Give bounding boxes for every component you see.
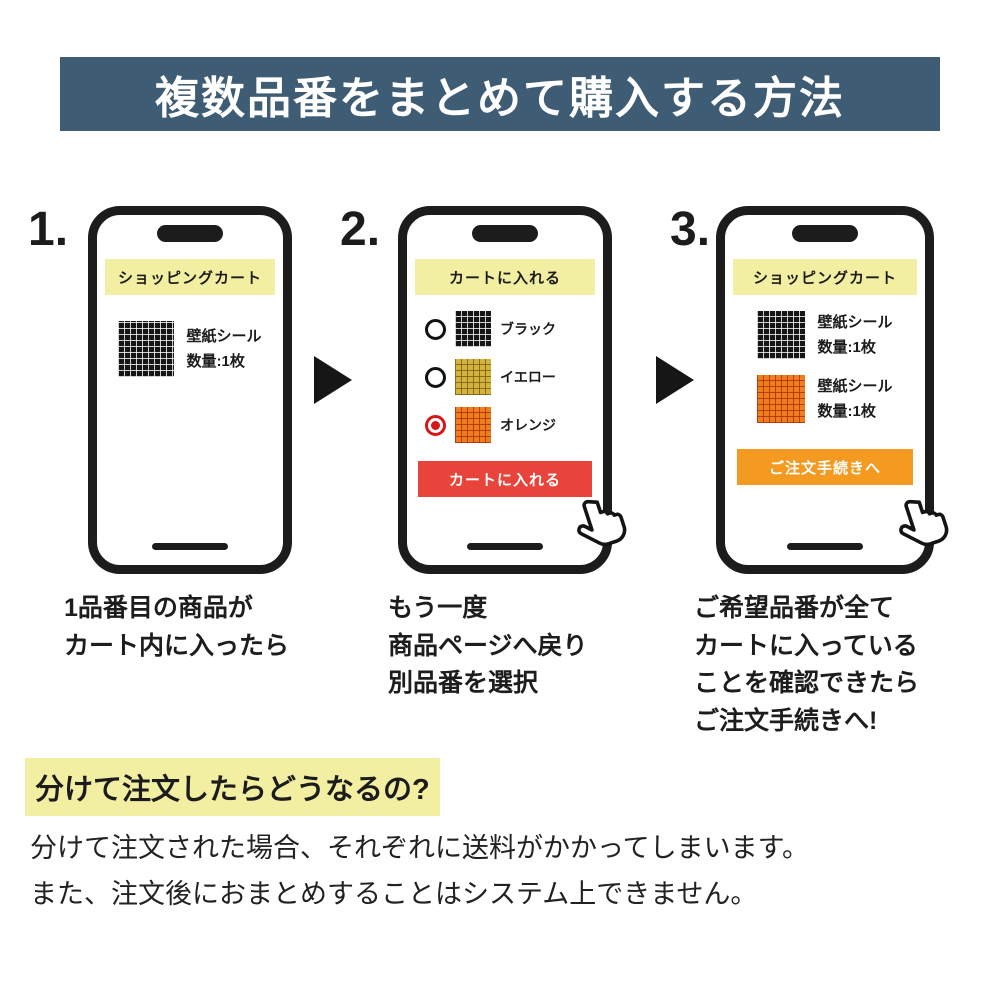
step-3-caption: ご希望品番が全て カートに入っている ことを確認できたら ご注文手続きへ! bbox=[694, 590, 919, 740]
phone-home-indicator bbox=[787, 543, 863, 550]
arrow-right-icon bbox=[314, 356, 352, 404]
caption-line: カートに入っている bbox=[694, 631, 918, 660]
phone-notch bbox=[792, 225, 858, 242]
black-wallpaper-swatch-image bbox=[118, 321, 175, 377]
cart-item-text: 壁紙シール 数量:1枚 bbox=[817, 377, 892, 421]
orange-wallpaper-swatch-image bbox=[757, 375, 806, 423]
black-wallpaper-swatch-image bbox=[757, 311, 806, 359]
color-option-label: ブラック bbox=[500, 321, 556, 337]
phone-step-2: カートに入れる ブラック イエロー オレンジ カートに入れる bbox=[398, 206, 627, 574]
product-quantity: 数量:1枚 bbox=[186, 352, 245, 370]
color-option-label: オレンジ bbox=[500, 417, 556, 433]
cart-item: 壁紙シール 数量:1枚 bbox=[757, 311, 893, 359]
phone-step-1: ショッピングカート 壁紙シール 数量:1枚 bbox=[88, 206, 292, 574]
orange-swatch-image bbox=[455, 407, 491, 443]
radio-unselected-icon[interactable] bbox=[425, 318, 446, 340]
caption-line: 別品番を選択 bbox=[388, 669, 539, 697]
note-body: 分けて注文された場合、それぞれに送料がかかってしまいます。 また、注文後におまと… bbox=[30, 826, 809, 918]
yellow-swatch-image bbox=[455, 359, 491, 395]
step-2-number: 2. bbox=[340, 203, 381, 256]
color-option-orange[interactable]: オレンジ bbox=[425, 407, 556, 443]
note-heading-text: 分けて注文したらどうなるの? bbox=[25, 758, 440, 816]
caption-line: ご希望品番が全て bbox=[694, 594, 895, 622]
caption-line: ご注文手続きへ! bbox=[694, 706, 878, 735]
radio-selected-icon[interactable] bbox=[425, 414, 446, 436]
checkout-button[interactable]: ご注文手続きへ bbox=[737, 449, 913, 485]
note-body-line: 分けて注文された場合、それぞれに送料がかかってしまいます。 bbox=[30, 833, 809, 863]
note-heading: 分けて注文したらどうなるの? bbox=[25, 758, 440, 816]
color-option-label: イエロー bbox=[500, 369, 556, 385]
page-title-banner: 複数品番をまとめて購入する方法 bbox=[60, 57, 940, 131]
cart-item: 壁紙シール 数量:1枚 bbox=[118, 321, 262, 377]
step-2-caption: もう一度 商品ページへ戻り 別品番を選択 bbox=[388, 590, 588, 703]
caption-line: カート内に入ったら bbox=[64, 631, 290, 660]
cart-item: 壁紙シール 数量:1枚 bbox=[757, 375, 893, 423]
caption-line: ことを確認できたら bbox=[694, 669, 920, 697]
note-body-line: また、注文後におまとめすることはシステム上できません。 bbox=[30, 878, 758, 909]
cart-screen-header: ショッピングカート bbox=[733, 259, 917, 295]
caption-line: もう一度 bbox=[388, 594, 488, 622]
cart-item-text: 壁紙シール 数量:1枚 bbox=[817, 313, 892, 357]
product-name: 壁紙シール bbox=[817, 314, 893, 331]
step-1-caption: 1品番目の商品が カート内に入ったら bbox=[64, 590, 289, 665]
black-swatch-image bbox=[455, 311, 491, 347]
add-to-cart-button[interactable]: カートに入れる bbox=[418, 461, 592, 497]
phone-home-indicator bbox=[467, 543, 543, 550]
phone-notch bbox=[157, 225, 223, 242]
product-quantity: 数量:1枚 bbox=[817, 402, 876, 420]
arrow-right-icon bbox=[656, 356, 694, 404]
hand-cursor-icon bbox=[886, 486, 963, 566]
radio-unselected-icon[interactable] bbox=[425, 366, 446, 388]
phone-step-3: ショッピングカート 壁紙シール 数量:1枚 壁紙シール 数量:1枚 ご注文手続き… bbox=[716, 206, 949, 574]
color-option-black[interactable]: ブラック bbox=[425, 311, 556, 347]
product-name: 壁紙シール bbox=[817, 378, 893, 395]
phone-notch bbox=[472, 225, 538, 242]
page-title: 複数品番をまとめて購入する方法 bbox=[155, 74, 845, 123]
product-name: 壁紙シール bbox=[186, 328, 262, 345]
add-to-cart-screen-header: カートに入れる bbox=[415, 259, 595, 295]
phone-home-indicator bbox=[152, 543, 228, 550]
caption-line: 1品番目の商品が bbox=[64, 594, 253, 622]
hand-cursor-icon bbox=[564, 486, 641, 566]
cart-screen-header: ショッピングカート bbox=[105, 259, 275, 295]
cart-item-text: 壁紙シール 数量:1枚 bbox=[186, 327, 261, 371]
product-quantity: 数量:1枚 bbox=[817, 338, 876, 356]
color-option-list: ブラック イエロー オレンジ bbox=[425, 311, 556, 443]
color-option-yellow[interactable]: イエロー bbox=[425, 359, 556, 395]
step-1-number: 1. bbox=[28, 203, 69, 256]
step-3-number: 3. bbox=[670, 203, 711, 256]
caption-line: 商品ページへ戻り bbox=[388, 631, 588, 660]
